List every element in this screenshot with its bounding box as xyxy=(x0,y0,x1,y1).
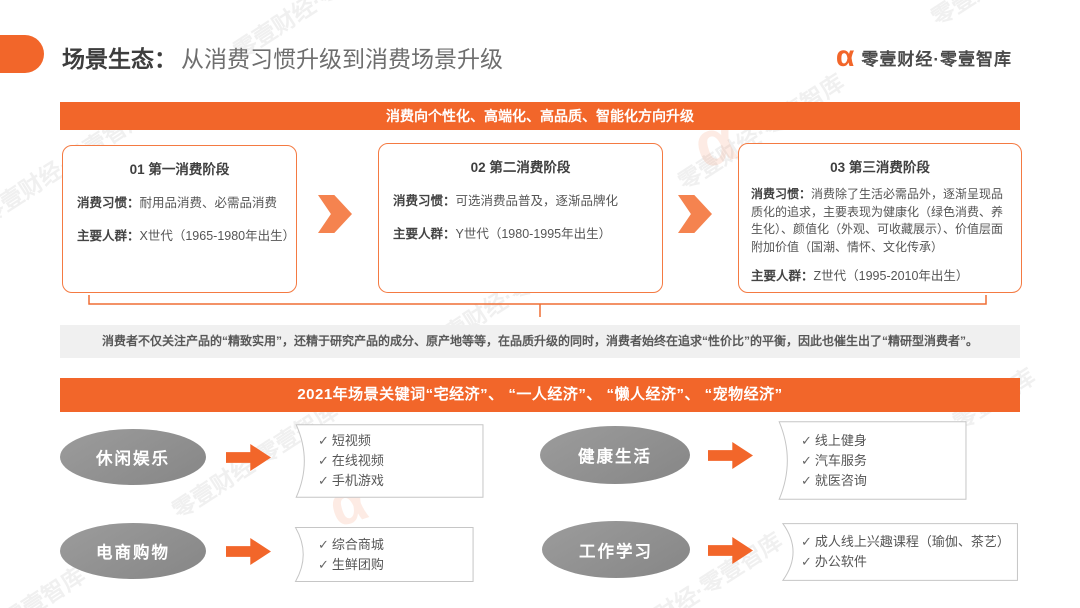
check-icon: ✓ xyxy=(801,432,812,448)
check-icon: ✓ xyxy=(318,556,329,572)
brand-alpha-icon: α xyxy=(835,40,855,73)
scene-list-health: ✓线上健身 ✓汽车服务 ✓就医咨询 xyxy=(765,421,968,500)
watermark-text: 零壹财经·零壹智库 xyxy=(479,0,780,88)
title-accent-badge xyxy=(0,35,44,73)
stage-1-title: 01 第一消费阶段 xyxy=(129,162,230,177)
list-item: ✓线上健身 xyxy=(801,432,867,448)
check-icon: ✓ xyxy=(801,554,812,569)
upgrade-banner: 消费向个性化、高端化、高品质、智能化方向升级 xyxy=(60,102,1020,130)
right-arrow-icon xyxy=(708,442,753,469)
scene-grid: 休闲娱乐 ✓短视频 ✓在线视频 ✓手机游戏 健康生活 ✓线上健身 ✓汽车服务 ✓… xyxy=(60,420,1020,598)
flag-box-outline xyxy=(282,527,475,582)
scene-ellipse-ecommerce: 电商购物 xyxy=(60,523,206,579)
list-item: ✓短视频 xyxy=(318,433,371,448)
list-item: ✓办公软件 xyxy=(801,554,867,569)
list-item: ✓综合商城 xyxy=(318,536,384,552)
list-item: ✓成人线上兴趣课程（瑜伽、茶艺） xyxy=(801,534,1010,549)
check-icon: ✓ xyxy=(801,534,812,549)
keywords-banner: 2021年场景关键词“宅经济”、 “一人经济”、 “懒人经济”、 “宠物经济” xyxy=(60,378,1020,412)
watermark-text: 零壹财经·零壹智库 xyxy=(0,262,20,582)
stage-3-group: 主要人群：Z世代（1995-2010年出生） xyxy=(751,269,969,283)
stage-2-group: 主要人群：Y世代（1980-1995年出生） xyxy=(393,227,612,241)
stage-2-title: 02 第二消费阶段 xyxy=(470,160,571,175)
scene-list-ecommerce: ✓综合商城 ✓生鲜团购 xyxy=(282,527,475,582)
stage-3-habit: 消费习惯：消费除了生活必需品外，逐渐呈现品质化的追求，主要表现为健康化（绿色消费… xyxy=(751,187,1004,254)
scene-ellipse-work-study: 工作学习 xyxy=(542,521,690,578)
scene-list-leisure: ✓短视频 ✓在线视频 ✓手机游戏 xyxy=(282,424,485,498)
flag-box-outline xyxy=(282,424,485,498)
page-title: 场景生态：从消费习惯升级到消费场景升级 xyxy=(62,40,503,74)
check-icon: ✓ xyxy=(318,473,329,488)
check-icon: ✓ xyxy=(318,536,329,552)
list-item: ✓手机游戏 xyxy=(318,473,384,488)
stage-arrow-icon xyxy=(318,195,352,233)
list-item: ✓生鲜团购 xyxy=(318,556,384,572)
brand-logo-text: 零壹财经·零壹智库 xyxy=(861,49,1012,69)
check-icon: ✓ xyxy=(318,433,329,448)
check-icon: ✓ xyxy=(801,452,812,468)
stage-box-3: 03 第三消费阶段 消费习惯：消费除了生活必需品外，逐渐呈现品质化的追求，主要表… xyxy=(738,143,1022,293)
right-arrow-icon xyxy=(226,444,271,471)
check-icon: ✓ xyxy=(318,453,329,468)
bracket-connector xyxy=(88,295,987,317)
page-title-rest: 从消费习惯升级到消费场景升级 xyxy=(181,46,503,72)
stage-arrow-icon xyxy=(678,195,712,233)
flag-box-outline xyxy=(765,523,1020,581)
check-icon: ✓ xyxy=(801,472,812,488)
stage-2-habit: 消费习惯：可选消费品普及，逐渐品牌化 xyxy=(393,194,619,208)
note-bar: 消费者不仅关注产品的“精致实用”，还精于研究产品的成分、原产地等等，在品质升级的… xyxy=(60,325,1020,358)
stage-box-2: 02 第二消费阶段 消费习惯：可选消费品普及，逐渐品牌化 主要人群：Y世代（19… xyxy=(378,143,663,293)
stage-1-group: 主要人群：X世代（1965-1980年出生） xyxy=(77,229,296,243)
stage-1-habit: 消费习惯：耐用品消费、必需品消费 xyxy=(77,196,278,210)
consumption-stages: 01 第一消费阶段 消费习惯：耐用品消费、必需品消费 主要人群：X世代（1965… xyxy=(60,143,1022,295)
page-title-bold: 场景生态： xyxy=(62,46,177,72)
list-item: ✓在线视频 xyxy=(318,453,384,468)
list-item: ✓就医咨询 xyxy=(801,472,867,488)
scene-ellipse-health: 健康生活 xyxy=(540,426,690,484)
brand-logo: α 零壹财经·零壹智库 xyxy=(836,42,1012,72)
list-item: ✓汽车服务 xyxy=(801,452,867,468)
stage-box-1: 01 第一消费阶段 消费习惯：耐用品消费、必需品消费 主要人群：X世代（1965… xyxy=(62,145,297,293)
stage-3-title: 03 第三消费阶段 xyxy=(830,160,930,175)
right-arrow-icon xyxy=(226,538,271,565)
scene-list-work-study: ✓成人线上兴趣课程（瑜伽、茶艺） ✓办公软件 xyxy=(765,523,1020,581)
flag-box-outline xyxy=(765,421,968,500)
right-arrow-icon xyxy=(708,537,753,564)
scene-ellipse-leisure: 休闲娱乐 xyxy=(60,429,206,485)
